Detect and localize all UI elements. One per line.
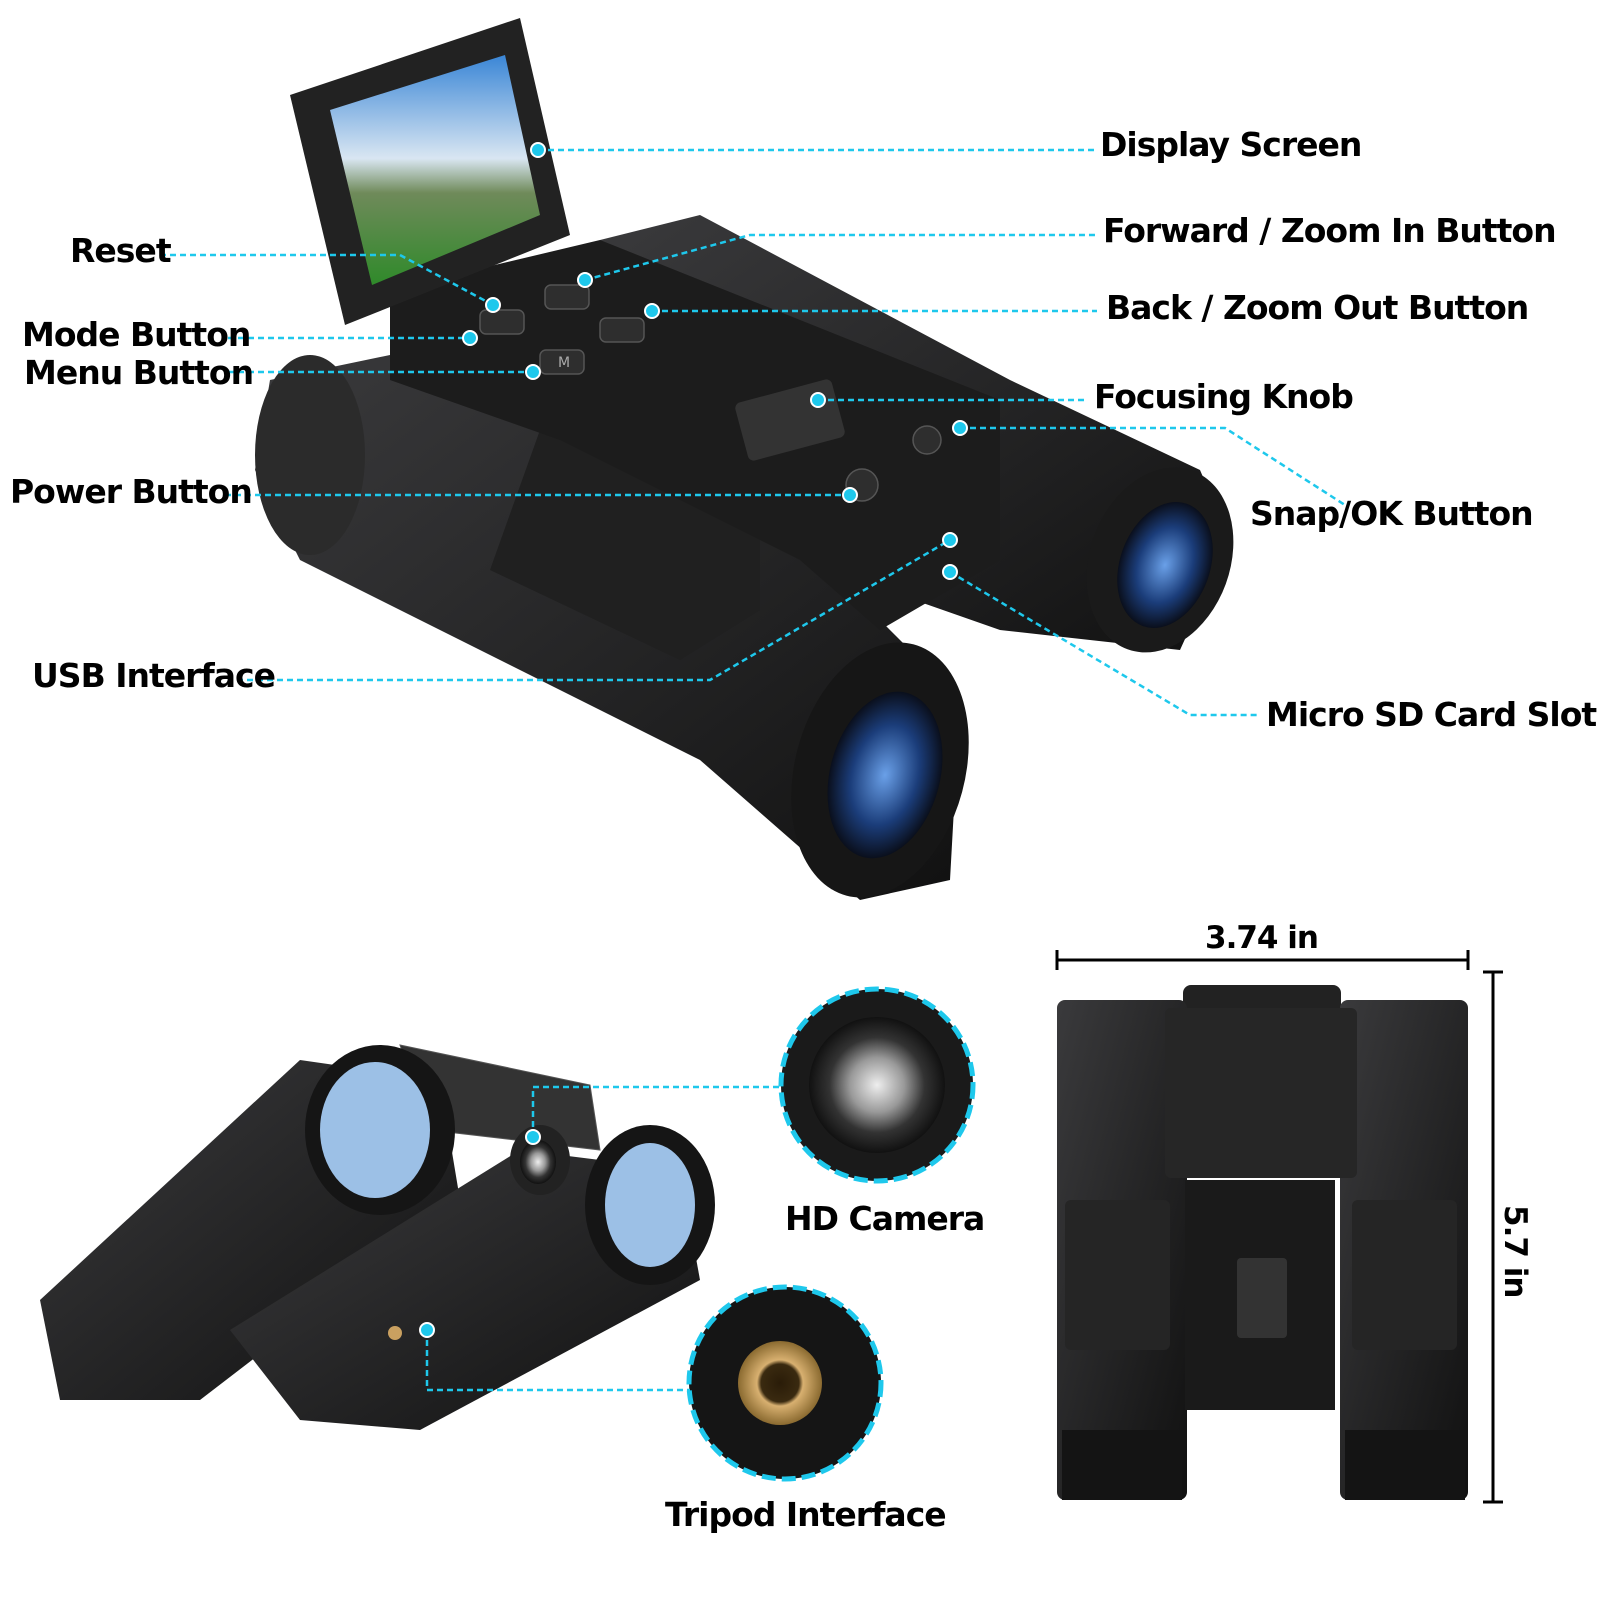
dimension-width: 3.74 in: [1205, 920, 1319, 956]
front-view-binocular: [1057, 985, 1468, 1500]
label-display-screen: Display Screen: [1100, 125, 1362, 164]
label-tripod: Tripod Interface: [665, 1495, 947, 1534]
callout-dots: [419, 142, 968, 1338]
angled-binocular-illustration: [40, 1044, 715, 1430]
label-hd-camera: HD Camera: [785, 1199, 985, 1238]
main-binocular-illustration: M: [255, 18, 1234, 900]
hd-camera-closeup: [778, 986, 976, 1184]
label-micro-sd: Micro SD Card Slot: [1266, 695, 1597, 734]
label-forward-zoom-in: Forward / Zoom In Button: [1103, 211, 1557, 250]
label-usb: USB Interface: [32, 656, 276, 695]
tripod-interface-closeup: [686, 1284, 884, 1482]
dimension-lines: [1055, 950, 1503, 1504]
label-menu: Menu Button: [24, 353, 254, 392]
menu-button-glyph: M: [558, 355, 570, 371]
label-reset: Reset: [70, 231, 172, 270]
mode-button-shape: [479, 309, 525, 335]
dimension-height: 5.7 in: [1497, 1205, 1533, 1298]
label-mode: Mode Button: [22, 315, 251, 354]
label-snap-ok: Snap/OK Button: [1250, 494, 1534, 533]
callout-lines: [160, 148, 1346, 1392]
label-focusing-knob: Focusing Knob: [1094, 377, 1354, 416]
label-back-zoom-out: Back / Zoom Out Button: [1106, 288, 1529, 327]
label-power: Power Button: [10, 472, 253, 511]
